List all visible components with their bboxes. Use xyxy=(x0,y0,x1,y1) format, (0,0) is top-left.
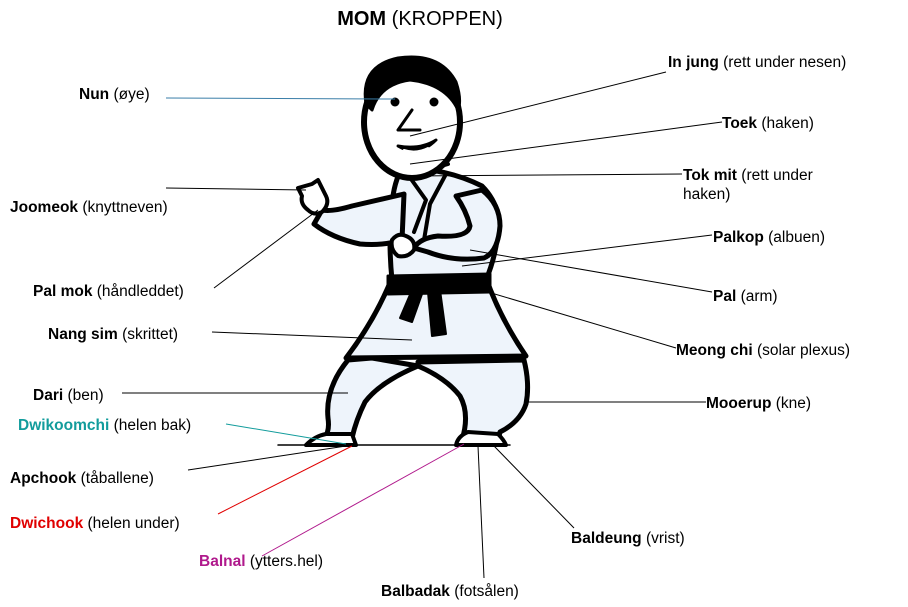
term: Palkop xyxy=(713,229,764,246)
gloss: (solar plexus) xyxy=(756,342,850,359)
term: Nang sim xyxy=(48,326,118,343)
belt-knot xyxy=(399,289,447,337)
nose xyxy=(396,108,422,132)
term: Nun xyxy=(79,86,110,103)
label-dwichook: Dwichook (helen under) xyxy=(10,514,180,533)
term: In jung xyxy=(668,54,719,71)
apchook-line xyxy=(187,445,347,471)
pal-line xyxy=(469,249,713,293)
label-nang-sim: Nang sim (skrittet) xyxy=(48,325,178,344)
left-arm xyxy=(311,191,407,247)
term: Balbadak xyxy=(381,583,450,600)
gloss: (haken) xyxy=(761,115,814,132)
gloss: (øye) xyxy=(113,86,150,103)
term: Joomeok xyxy=(10,199,79,216)
term: Balnal xyxy=(199,553,246,570)
title-rest: (KROPPEN) xyxy=(391,8,503,30)
term: Toek xyxy=(722,115,758,132)
gloss: (rett under nesen) xyxy=(723,54,847,71)
term: Dari xyxy=(33,387,64,404)
label-nun: Nun (øye) xyxy=(79,85,150,104)
left-foot xyxy=(304,432,358,447)
hair xyxy=(363,55,462,112)
term: Mooerup xyxy=(706,395,772,412)
palkop-line xyxy=(461,234,713,267)
right-eye xyxy=(429,97,439,107)
gloss: (tåballene) xyxy=(80,470,154,487)
gloss: (knyttneven) xyxy=(82,199,168,216)
baldeung-line xyxy=(493,445,575,529)
gloss: (fotsålen) xyxy=(454,583,519,600)
dwichook-line xyxy=(217,445,353,515)
karate-figure xyxy=(277,55,531,447)
gloss: (ben) xyxy=(67,387,104,404)
term: Meong chi xyxy=(676,342,753,359)
label-balnal: Balnal (ytters.hel) xyxy=(199,552,323,571)
title-bold: MOM xyxy=(337,8,387,30)
label-dari: Dari (ben) xyxy=(33,386,104,405)
lapel xyxy=(404,170,448,242)
label-joomeok: Joomeok (knyttneven) xyxy=(10,198,168,217)
label-mooerup: Mooerup (kne) xyxy=(706,394,811,413)
term: Dwichook xyxy=(10,515,84,532)
right-foot xyxy=(454,430,508,447)
raised-fist xyxy=(296,178,330,216)
label-tok-mit: Tok mit (rett under haken) xyxy=(683,166,813,204)
label-meong-chi: Meong chi (solar plexus) xyxy=(676,341,850,360)
term: Pal xyxy=(713,288,737,305)
right-leg xyxy=(415,357,531,443)
label-pal-mok: Pal mok (håndleddet) xyxy=(33,282,184,301)
label-dwikoomchi: Dwikoomchi (helen bak) xyxy=(18,416,191,435)
gloss: (helen under) xyxy=(87,515,180,532)
meong-chi-line xyxy=(487,291,677,349)
balbadak-line xyxy=(477,445,485,579)
gloss: (vrist) xyxy=(645,530,685,547)
gloss: (albuen) xyxy=(768,229,826,246)
term: Baldeung xyxy=(571,530,642,547)
term: Dwikoomchi xyxy=(18,417,110,434)
diagram-title: MOM (KROPPEN) xyxy=(0,8,840,31)
pal-mok-line xyxy=(213,209,319,289)
belt xyxy=(386,272,492,296)
label-palkop: Palkop (albuen) xyxy=(713,228,825,247)
term: Apchook xyxy=(10,470,77,487)
gloss: (rett under xyxy=(741,167,813,184)
nang-sim-line xyxy=(211,331,413,341)
nun-line xyxy=(165,97,396,100)
label-pal: Pal (arm) xyxy=(713,287,778,306)
left-leg xyxy=(321,355,421,441)
gloss: (helen bak) xyxy=(113,417,192,434)
joomeok-line xyxy=(165,187,307,191)
balnal-line xyxy=(261,443,465,557)
label-in-jung: In jung (rett under nesen) xyxy=(668,53,846,72)
in-jung-line xyxy=(409,71,667,137)
term: Tok mit xyxy=(683,167,737,184)
label-apchook: Apchook (tåballene) xyxy=(10,469,154,488)
toek-line xyxy=(409,121,723,165)
gloss: (arm) xyxy=(740,288,778,305)
dwikoomchi-line xyxy=(225,423,347,445)
gloss: (ytters.hel) xyxy=(249,553,324,570)
gloss: (kne) xyxy=(775,395,812,412)
chamber-fist xyxy=(389,232,417,259)
tok-mit-line xyxy=(411,173,683,177)
leader-lines xyxy=(122,71,723,579)
gloss: (skrittet) xyxy=(122,326,179,343)
left-eye xyxy=(390,97,400,107)
label-baldeung: Baldeung (vrist) xyxy=(571,529,685,548)
gloss-line-2: haken) xyxy=(683,186,731,203)
term: Pal mok xyxy=(33,283,93,300)
label-balbadak: Balbadak (fotsålen) xyxy=(381,582,519,601)
label-toek: Toek (haken) xyxy=(722,114,814,133)
gloss: (håndleddet) xyxy=(96,283,184,300)
